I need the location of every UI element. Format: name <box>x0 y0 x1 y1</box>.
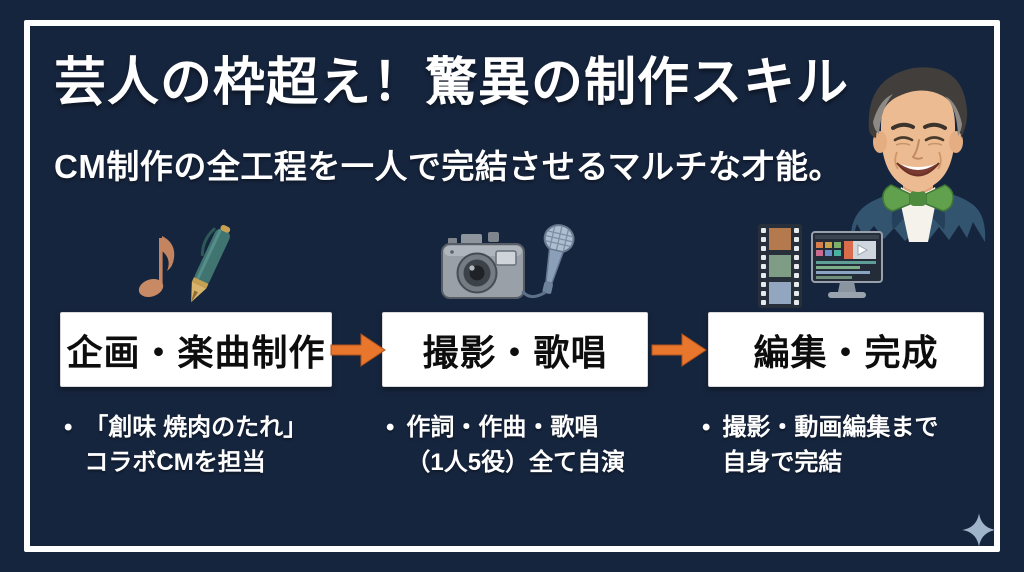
bullet-line: 作詞・作曲・歌唱 <box>406 414 599 441</box>
bullet-line: 自身で完結 <box>722 449 843 476</box>
step-label: 企画・楽曲制作 <box>66 331 326 373</box>
step-box-shooting: 撮影・歌唱 <box>382 312 648 387</box>
step-label: 編集・完成 <box>753 331 939 373</box>
bullet-line: （1人5役）全て自演 <box>406 449 626 476</box>
step-bullet-planning: • 「創味 焼肉のたれ」 コラボCMを担当 <box>64 410 307 480</box>
step-label: 撮影・歌唱 <box>422 331 608 373</box>
bullet-line: コラボCMを担当 <box>84 449 266 476</box>
sparkle-star-icon <box>961 511 997 549</box>
portrait-illustration <box>833 44 1003 244</box>
step-bullet-editing: • 撮影・動画編集まで 自身で完結 <box>702 410 938 480</box>
page-title: 芸人の枠超え！驚異の制作スキル <box>54 54 850 112</box>
bullet-marker: • <box>386 414 395 441</box>
page-subtitle: CM制作の全工程を一人で完結させるマルチな才能。 <box>54 148 843 185</box>
camera-and-microphone-icon <box>436 221 584 309</box>
step-box-planning: 企画・楽曲制作 <box>60 312 332 387</box>
step-bullet-shooting: • 作詞・作曲・歌唱 （1人5役）全て自演 <box>386 410 625 480</box>
flow-arrow-icon <box>651 330 707 370</box>
music-note-and-pen-icon <box>136 224 238 308</box>
bullet-line: 「創味 焼肉のたれ」 <box>84 414 308 441</box>
bullet-line: 撮影・動画編集まで <box>722 414 939 441</box>
flow-arrow-icon <box>330 330 386 370</box>
bullet-marker: • <box>64 414 73 441</box>
film-strip-and-monitor-icon <box>754 222 886 310</box>
bullet-marker: • <box>702 414 711 441</box>
man-portrait-icon <box>850 67 986 242</box>
step-box-editing: 編集・完成 <box>708 312 984 387</box>
